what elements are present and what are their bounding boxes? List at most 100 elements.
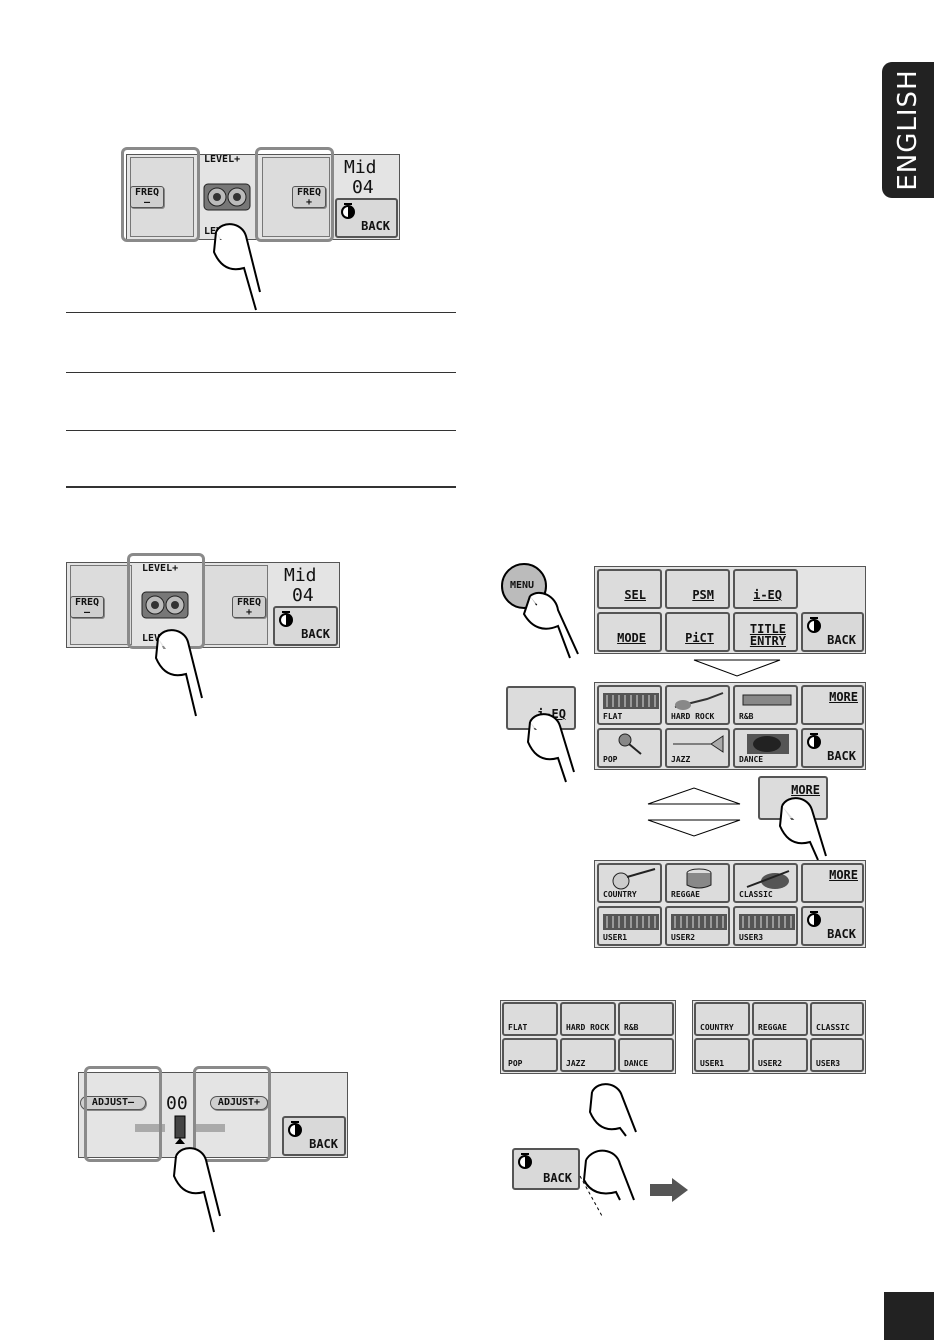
eq-reggae[interactable]: REGGAE	[665, 863, 730, 903]
knob-icon	[341, 203, 355, 219]
back-button[interactable]: BACK	[801, 906, 864, 946]
page-number-block	[884, 1292, 934, 1340]
level-plus-label: LEVEL+	[204, 154, 241, 165]
mixer-icon	[603, 914, 659, 930]
band-label: Mid	[284, 565, 317, 586]
level-plus-label: LEVEL+	[142, 563, 179, 574]
finger-icon	[212, 223, 261, 311]
menu-item-ieq[interactable]: i-EQ	[733, 569, 798, 609]
highlight-adjust-plus	[193, 1066, 271, 1162]
drum-icon	[686, 868, 712, 889]
knob-icon	[288, 1121, 302, 1137]
violin-icon	[746, 870, 790, 889]
eq-user3[interactable]: USER3	[733, 906, 798, 946]
highlight-freq-plus	[255, 147, 334, 242]
mixer-icon	[739, 914, 795, 930]
freq-minus-button[interactable]: FREQ —	[70, 596, 104, 618]
back-label: BACK	[827, 927, 856, 941]
adjust-slider[interactable]	[135, 1115, 225, 1144]
more-button[interactable]: MORE	[801, 685, 864, 725]
eq-hard-rock[interactable]: HARD ROCK	[665, 685, 730, 725]
back-label: BACK	[309, 1137, 338, 1151]
menu-item-title-entry[interactable]: TITLE ENTRY	[733, 612, 798, 652]
menu-item-pict[interactable]: PiCT	[665, 612, 730, 652]
menu-item-sel[interactable]: SEL	[597, 569, 662, 609]
mixer-icon	[671, 914, 727, 930]
band-label: Mid	[344, 157, 377, 178]
back-label: BACK	[361, 219, 390, 233]
eq-country[interactable]: COUNTRY	[694, 1002, 750, 1036]
trumpet-icon	[673, 735, 724, 753]
rule	[66, 372, 456, 373]
freq-plus-button[interactable]: FREQ +	[292, 186, 326, 208]
highlight-adjust-minus	[84, 1066, 162, 1162]
eq-r-and-b[interactable]: R&B	[618, 1002, 674, 1036]
mixer-icon	[603, 693, 659, 709]
knob-icon	[807, 733, 821, 749]
eq-jazz[interactable]: JAZZ	[665, 728, 730, 768]
eq-flat[interactable]: FLAT	[597, 685, 662, 725]
back-button[interactable]: BACK	[273, 606, 338, 646]
harmonica-icon	[742, 694, 792, 706]
eq-user2[interactable]: USER2	[752, 1038, 808, 1072]
eq-dance[interactable]: DANCE	[733, 728, 798, 768]
speaker-icon	[203, 183, 251, 211]
more-button[interactable]: MORE	[801, 863, 864, 903]
eq-hard-rock[interactable]: HARD ROCK	[560, 1002, 616, 1036]
eq-classic[interactable]: CLASSIC	[733, 863, 798, 903]
menu-item-psm[interactable]: PSM	[665, 569, 730, 609]
rule	[66, 486, 456, 488]
knob-icon	[518, 1153, 532, 1169]
highlight-freq-minus	[121, 147, 200, 242]
finger-icon	[588, 1083, 637, 1137]
menu-item-mode[interactable]: MODE	[597, 612, 662, 652]
back-button[interactable]: BACK	[512, 1148, 580, 1190]
eq-flat[interactable]: FLAT	[502, 1002, 558, 1036]
finger-icon	[526, 713, 575, 783]
freq-minus-button[interactable]: FREQ —	[130, 186, 164, 208]
back-label: BACK	[827, 633, 856, 647]
eq-r-and-b[interactable]: R&B	[733, 685, 798, 725]
eq-user3[interactable]: USER3	[810, 1038, 864, 1072]
language-tab: ENGLISH	[882, 62, 934, 198]
rule	[66, 312, 456, 313]
language-tab-label: ENGLISH	[893, 69, 923, 191]
eq-user1[interactable]: USER1	[597, 906, 662, 946]
eq-pop[interactable]: POP	[597, 728, 662, 768]
down-arrow-icon	[693, 659, 781, 677]
eq-country[interactable]: COUNTRY	[597, 863, 662, 903]
level-value: 04	[352, 177, 374, 198]
eq-user1[interactable]: USER1	[694, 1038, 750, 1072]
eq-dance[interactable]: DANCE	[618, 1038, 674, 1072]
eq-pop[interactable]: POP	[502, 1038, 558, 1072]
turntable-icon	[747, 734, 789, 754]
back-label: BACK	[301, 627, 330, 641]
rule	[66, 430, 456, 431]
menu-button-label[interactable]: MENU	[510, 580, 535, 591]
eq-classic[interactable]: CLASSIC	[810, 1002, 864, 1036]
knob-icon	[279, 611, 293, 627]
eq-jazz[interactable]: JAZZ	[560, 1038, 616, 1072]
finger-icon	[778, 797, 827, 861]
menu-press-illustration	[501, 563, 579, 659]
back-label: BACK	[827, 749, 856, 763]
speaker-icon	[141, 591, 189, 619]
adjust-value: 00	[166, 1093, 188, 1114]
finger-swipe-icon	[579, 1149, 688, 1217]
adjust-plus-button[interactable]: ADJUST+	[210, 1096, 268, 1110]
knob-icon	[807, 911, 821, 927]
eq-reggae[interactable]: REGGAE	[752, 1002, 808, 1036]
freq-plus-button[interactable]: FREQ +	[232, 596, 266, 618]
back-button[interactable]: BACK	[801, 728, 864, 768]
eq-user2[interactable]: USER2	[665, 906, 730, 946]
back-label: BACK	[543, 1171, 572, 1185]
finger-icon	[172, 1147, 221, 1233]
adjust-minus-button[interactable]: ADJUST—	[80, 1096, 146, 1110]
back-button[interactable]: BACK	[801, 612, 864, 652]
up-arrow-icon	[647, 787, 741, 805]
down-arrow-icon	[647, 819, 741, 837]
microphone-icon	[618, 733, 642, 755]
back-button[interactable]: BACK	[335, 198, 398, 238]
back-button[interactable]: BACK	[282, 1116, 346, 1156]
knob-icon	[807, 617, 821, 633]
